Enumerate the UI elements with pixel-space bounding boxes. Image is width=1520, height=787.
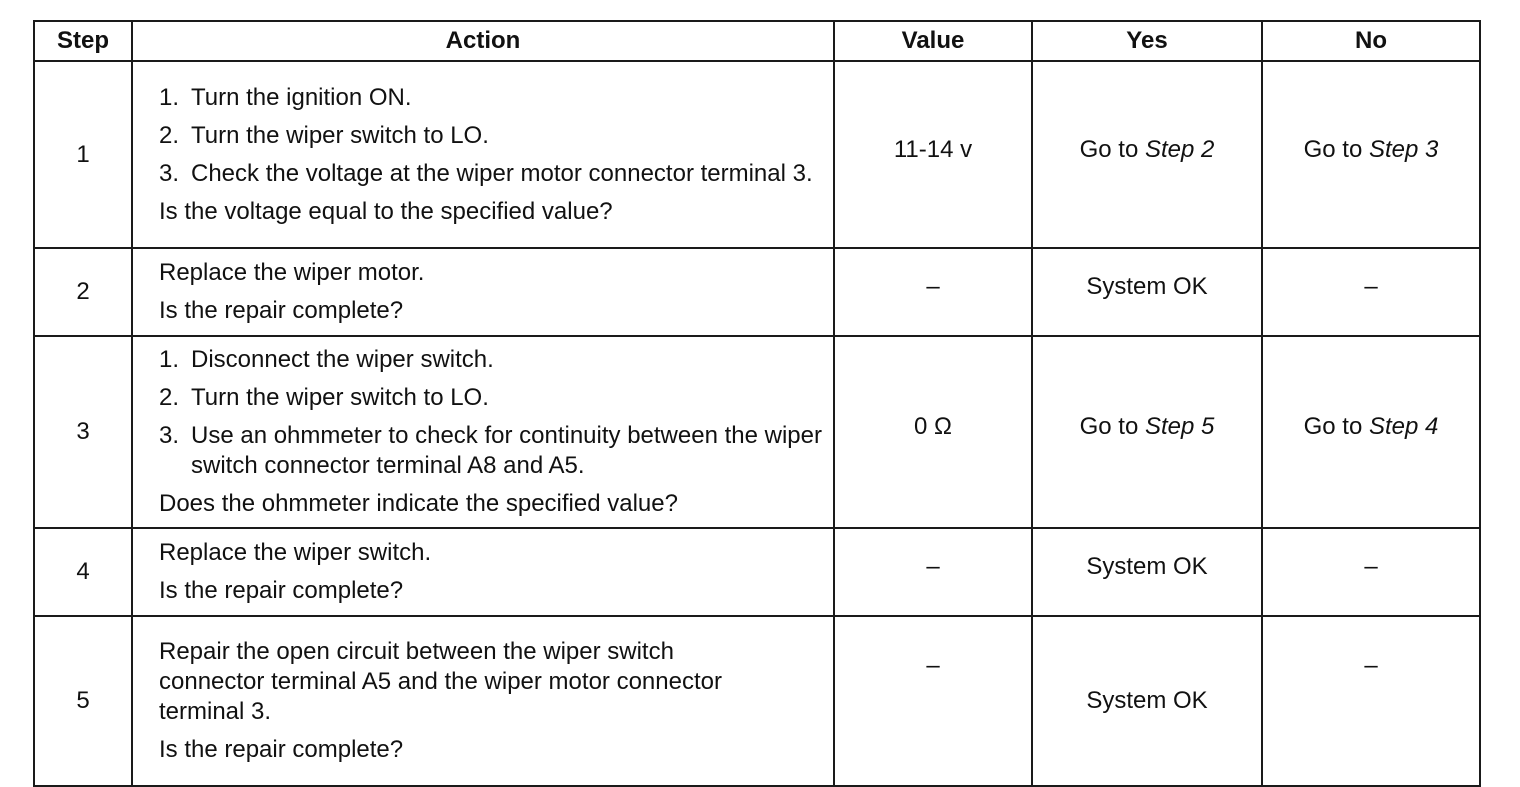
header-value: Value	[833, 20, 1033, 62]
action-line: Replace the wiper motor.	[159, 259, 425, 286]
header-action: Action	[131, 20, 835, 62]
action-line: Repair the open circuit between the wipe…	[159, 638, 722, 725]
no-cell: Go to Step 4	[1261, 335, 1481, 529]
action-cell: Replace the wiper switch. Is the repair …	[131, 527, 835, 617]
action-item: 3. Use an ohmmeter to check for continui…	[159, 422, 822, 479]
action-item: 3. Check the voltage at the wiper motor …	[159, 159, 813, 187]
yes-step-link[interactable]: Step 2	[1144, 135, 1215, 163]
yes-cell: System OK	[1031, 527, 1263, 617]
action-item: 1. Turn the ignition ON.	[159, 83, 412, 111]
yes-cell: Go to Step 5	[1031, 335, 1263, 529]
value-cell: –	[833, 615, 1033, 787]
yes-cell: System OK	[1031, 615, 1263, 787]
action-cell: 1. Disconnect the wiper switch. 2. Turn …	[131, 335, 835, 529]
no-cell: –	[1261, 527, 1481, 617]
action-question: Is the repair complete?	[159, 577, 404, 604]
table-row: 5 Repair the open circuit between the wi…	[33, 615, 1481, 787]
value-cell: –	[833, 527, 1033, 617]
action-cell: 1. Turn the ignition ON. 2. Turn the wip…	[131, 60, 835, 249]
no-cell: –	[1261, 615, 1481, 787]
action-question: Does the ohmmeter indicate the specified…	[159, 490, 678, 517]
action-question: Is the repair complete?	[159, 736, 404, 763]
action-cell: Repair the open circuit between the wipe…	[131, 615, 835, 787]
yes-cell: Go to Step 2	[1031, 60, 1263, 249]
action-item: 2. Turn the wiper switch to LO.	[159, 384, 489, 411]
step-number: 1	[33, 60, 133, 249]
value-cell: –	[833, 247, 1033, 337]
table-row: 1 1. Turn the ignition ON. 2. Turn the w…	[33, 60, 1481, 249]
table-row: 4 Replace the wiper switch. Is the repai…	[33, 527, 1481, 617]
header-step: Step	[33, 20, 133, 62]
header-no: No	[1261, 20, 1481, 62]
value-cell: 0 Ω	[833, 335, 1033, 529]
step-number: 3	[33, 335, 133, 529]
no-cell: –	[1261, 247, 1481, 337]
table-row: 2 Replace the wiper motor. Is the repair…	[33, 247, 1481, 337]
action-question: Is the voltage equal to the specified va…	[159, 197, 613, 225]
action-line: Replace the wiper switch.	[159, 539, 432, 566]
action-item: 1. Disconnect the wiper switch.	[159, 346, 494, 373]
no-step-link[interactable]: Step 3	[1368, 135, 1439, 163]
header-yes: Yes	[1031, 20, 1263, 62]
no-step-link[interactable]: Step 4	[1368, 413, 1439, 440]
yes-step-link[interactable]: Step 5	[1144, 413, 1215, 440]
step-number: 4	[33, 527, 133, 617]
diagnostic-table: Step Action Value Yes No 1 1. Turn the i…	[33, 20, 1481, 787]
step-number: 5	[33, 615, 133, 787]
action-item: 2. Turn the wiper switch to LO.	[159, 121, 489, 149]
action-question: Is the repair complete?	[159, 297, 404, 324]
no-cell: Go to Step 3	[1261, 60, 1481, 249]
yes-cell: System OK	[1031, 247, 1263, 337]
action-cell: Replace the wiper motor. Is the repair c…	[131, 247, 835, 337]
table-row: 3 1. Disconnect the wiper switch. 2. Tur…	[33, 335, 1481, 529]
value-cell: 11-14 v	[833, 60, 1033, 249]
step-number: 2	[33, 247, 133, 337]
table-header-row: Step Action Value Yes No	[33, 20, 1481, 62]
